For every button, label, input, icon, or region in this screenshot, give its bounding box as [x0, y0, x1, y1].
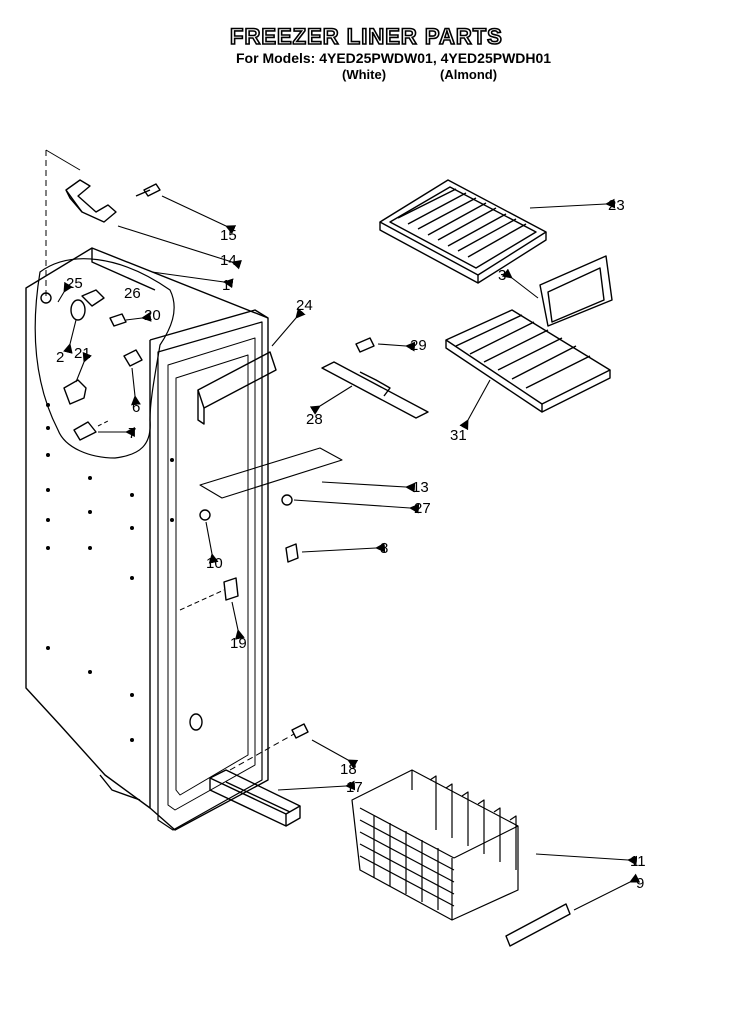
callout-labels: 15 14 1 25 26 20 2 21 6 7 24 23 3 29 28 … [56, 197, 646, 892]
callout-15: 15 [220, 227, 237, 244]
callout-25: 25 [66, 275, 83, 292]
callout-6: 6 [132, 399, 140, 416]
variant-white: (White) [342, 67, 387, 82]
part-28-bracket [321, 361, 429, 419]
part-21-switch [63, 379, 87, 405]
callout-21: 21 [74, 345, 91, 362]
part-17-rail [209, 769, 301, 827]
callout-27: 27 [414, 500, 431, 517]
callout-19: 19 [230, 635, 247, 652]
callout-24: 24 [296, 297, 313, 314]
callout-17: 17 [346, 779, 363, 796]
variant-almond: (Almond) [440, 67, 498, 82]
callout-9: 9 [636, 875, 644, 892]
part-29-screw [355, 337, 375, 353]
callout-10: 10 [206, 555, 223, 572]
part-15-screw [135, 183, 161, 197]
freezer-liner-cabinet [25, 247, 269, 831]
part-13-panel [199, 447, 343, 499]
callout-1: 1 [222, 277, 230, 294]
part-24-cover [197, 351, 277, 425]
part-11-basket [351, 769, 519, 921]
part-31-wire-shelf [445, 309, 611, 413]
part-2-knob [70, 299, 86, 321]
callout-11: 11 [630, 853, 646, 870]
models-line: For Models: 4YED25PWDW01, 4YED25PWDH01 [236, 50, 552, 66]
callout-28: 28 [306, 411, 323, 428]
part-19-bracket [223, 577, 239, 601]
callout-2: 2 [56, 349, 64, 366]
part-10-screw [199, 509, 211, 521]
callout-23: 23 [608, 197, 625, 214]
part-27-fastener [281, 494, 293, 506]
part-9-strip [505, 903, 571, 947]
part-26-thermostat [81, 289, 105, 307]
part-8-clip [285, 543, 299, 563]
page-title: FREEZER LINER PARTS [229, 23, 503, 50]
callout-7: 7 [128, 425, 136, 442]
callout-3: 3 [498, 267, 506, 284]
callout-8: 8 [380, 540, 388, 557]
part-7-switch [73, 421, 97, 441]
part-20-clip [109, 313, 127, 327]
part-25-knob [40, 292, 52, 304]
part-3-frame [539, 255, 613, 327]
leader-lines [57, 195, 641, 911]
callout-29: 29 [410, 337, 427, 354]
callout-14: 14 [220, 252, 237, 269]
callout-13: 13 [412, 479, 429, 496]
cabinet-holes [46, 403, 174, 742]
part-6-bulb-socket [123, 349, 143, 367]
callout-18: 18 [340, 761, 357, 778]
part-23-shelf [379, 179, 547, 284]
control-area-outline [34, 258, 175, 459]
callout-20: 20 [144, 307, 161, 324]
diagram-header: FREEZER LINER PARTS For Models: 4YED25PW… [0, 0, 752, 100]
callout-26: 26 [124, 285, 141, 302]
part-14-bracket [65, 179, 117, 223]
callout-31: 31 [450, 427, 467, 444]
part-18-screw [291, 723, 309, 739]
